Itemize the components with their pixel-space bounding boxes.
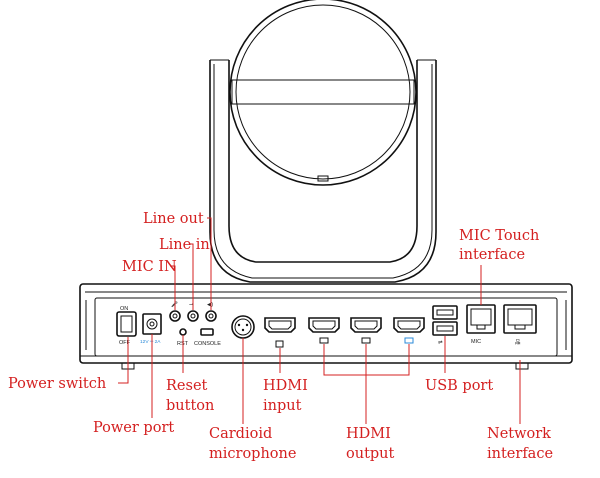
usb-port-callout: USB port — [425, 378, 493, 394]
line-out-callout: Line out — [143, 211, 204, 227]
cardioid-mic-connector — [231, 315, 255, 339]
console-label: CONSOLE — [194, 341, 221, 347]
mic-in-callout: MIC IN — [122, 259, 177, 275]
cardioid-callout-line1: Cardioid — [209, 426, 272, 442]
reset-callout-line1: Reset — [166, 378, 208, 394]
hdmi-input-port — [264, 317, 296, 348]
network-port: 品 — [503, 304, 537, 346]
usb-ports: ⇌ — [432, 305, 458, 346]
hdmi-input-callout-line2: input — [263, 398, 302, 414]
power-switch-callout: Power switch — [8, 376, 106, 392]
mic-touch-callout-line1: MIC Touch — [459, 228, 539, 244]
callouts: Line out Line in MIC IN MIC Touch interf… — [8, 211, 553, 462]
camera-yoke — [209, 59, 437, 283]
power-switch: ON OFF — [116, 306, 137, 346]
usb-glyph: ⇌ — [438, 339, 443, 346]
mic-touch-port-label: MIC — [471, 339, 481, 345]
mic-touch-callout-line2: interface — [459, 247, 525, 263]
off-label: OFF — [119, 340, 131, 346]
cardioid-callout-line2: microphone — [209, 446, 296, 462]
network-callout-line1: Network — [487, 426, 551, 442]
hdmi-output-callout-line1: HDMI — [346, 426, 391, 442]
power-port: 12V ═ 2A — [140, 313, 162, 345]
reset-callout-line2: button — [166, 398, 214, 414]
camera-base — [79, 283, 573, 370]
hdmi-output-1 — [308, 317, 340, 344]
camera-head — [229, 0, 417, 186]
line-in-glyph: ⊸ — [189, 302, 194, 308]
line-out-glyph: ◀) — [207, 302, 213, 308]
leader-lines — [118, 217, 521, 424]
dc-rating-label: 12V ═ 2A — [140, 339, 161, 345]
console-port: CONSOLE — [194, 328, 221, 347]
mic-touch-port: MIC — [466, 304, 496, 345]
network-glyph: 品 — [515, 339, 521, 346]
on-label: ON — [120, 306, 128, 312]
hdmi-output-ports — [308, 317, 425, 344]
line-in-callout: Line in — [159, 237, 210, 253]
hdmi-output-2 — [350, 317, 382, 344]
hdmi-output-callout-line2: output — [346, 446, 395, 462]
network-callout-line2: interface — [487, 446, 553, 462]
hdmi-output-3 — [393, 317, 425, 344]
power-port-callout: Power port — [93, 420, 174, 436]
hdmi-input-callout-line1: HDMI — [263, 378, 308, 394]
